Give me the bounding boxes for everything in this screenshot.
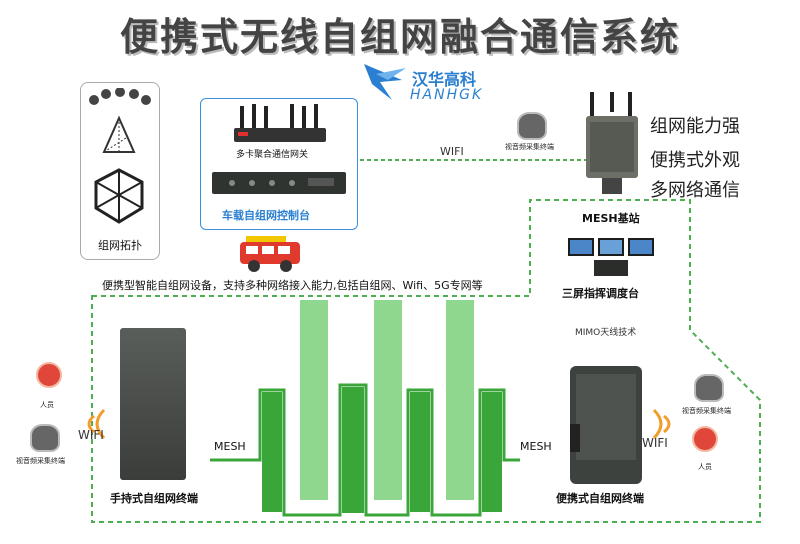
logo-english-text: HANHGK bbox=[410, 87, 484, 103]
wifi-signal-left-icon bbox=[87, 408, 106, 440]
portable-terminal-label: 便携式自组网终端 bbox=[556, 492, 644, 505]
mesh-base-station-icon bbox=[586, 92, 638, 194]
camera-terminal-right-icon bbox=[694, 374, 724, 402]
hanhgk-logo-icon bbox=[364, 64, 406, 100]
vehicle-console-label: 车载自组网控制台 bbox=[222, 209, 310, 222]
mesh-bar-light-1 bbox=[300, 300, 328, 500]
topology-diagram-icon bbox=[89, 88, 151, 224]
av-terminal-label-top: 视音频采集终端 bbox=[505, 143, 554, 151]
wifi-signal-right-icon bbox=[652, 408, 671, 440]
page-title: 便携式无线自组网融合通信系统 bbox=[119, 15, 680, 59]
person-label-right: 人员 bbox=[698, 463, 712, 471]
gateway-device-icon bbox=[234, 104, 326, 142]
top-wifi-label: WIFI bbox=[440, 145, 464, 158]
logo-chinese-text: 汉华高科 bbox=[412, 70, 477, 89]
vehicle-network-panel bbox=[200, 98, 358, 230]
portable-terminal-device bbox=[570, 366, 642, 484]
left-wifi-label: WIFI bbox=[78, 428, 104, 442]
fire-truck-icon bbox=[240, 236, 300, 272]
right-mesh-label: MESH bbox=[520, 440, 552, 453]
mesh-base-label: MESH基站 bbox=[582, 212, 640, 225]
handheld-terminal-device bbox=[120, 328, 186, 480]
person-label-left: 人员 bbox=[40, 401, 54, 409]
feature-2: 便携式外观 bbox=[650, 150, 740, 171]
right-wifi-label: WIFI bbox=[642, 436, 668, 450]
description-text: 便携型智能自组网设备，支持多种网络接入能力,包括自组网、Wifi、5G专网等 bbox=[102, 279, 483, 292]
person-avatar-right bbox=[692, 426, 718, 452]
gateway-label: 多卡聚合通信网关 bbox=[236, 150, 309, 160]
person-avatar-left bbox=[36, 362, 62, 388]
mesh-bar-light-2 bbox=[374, 300, 402, 500]
topology-label: 组网拓扑 bbox=[98, 239, 142, 252]
triple-screen-console-icon bbox=[568, 238, 654, 276]
mimo-label: MIMO天线技术 bbox=[575, 328, 637, 338]
handheld-terminal-label: 手持式自组网终端 bbox=[110, 492, 198, 505]
camera-terminal-left-icon bbox=[30, 424, 60, 452]
console-rack-icon bbox=[212, 172, 346, 194]
av-terminal-label-right: 视音频采集终端 bbox=[682, 407, 731, 415]
feature-3: 多网络通信 bbox=[650, 180, 740, 201]
triple-screen-label: 三屏指挥调度台 bbox=[562, 287, 639, 300]
camera-terminal-icon bbox=[517, 112, 547, 140]
feature-1: 组网能力强 bbox=[650, 116, 740, 137]
mesh-bar-light-3 bbox=[446, 300, 474, 500]
left-mesh-label: MESH bbox=[214, 440, 246, 453]
av-terminal-label-left: 视音频采集终端 bbox=[16, 457, 65, 465]
